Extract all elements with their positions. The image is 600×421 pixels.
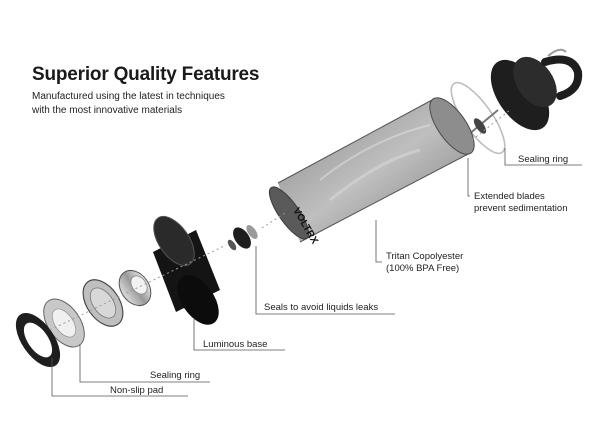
circuit-board xyxy=(82,279,124,327)
page-subtitle: Manufactured using the latest in techniq… xyxy=(32,90,292,118)
subtitle-line-2: with the most innovative materials xyxy=(32,105,183,116)
blade-assembly xyxy=(467,109,499,136)
lid-cap xyxy=(490,48,583,131)
callout-tritan: Tritan Copolyester (100% BPA Free) xyxy=(386,251,463,275)
callout-tritan-line2: (100% BPA Free) xyxy=(386,263,460,274)
callout-blades-line2: prevent sedimentation xyxy=(474,203,568,214)
callout-tritan-line1: Tritan Copolyester xyxy=(386,251,464,262)
callout-non-slip-pad: Non-slip pad xyxy=(110,385,164,396)
callout-sealing-ring-top: Sealing ring xyxy=(518,154,569,165)
seal-connector xyxy=(227,225,258,251)
cup-body: VOLTRX xyxy=(268,97,475,246)
callout-blades-line1: Extended blades xyxy=(474,191,545,202)
callout-lines xyxy=(51,148,582,397)
callout-luminous-base: Luminous base xyxy=(203,339,268,350)
subtitle-line-1: Manufactured using the latest in techniq… xyxy=(32,91,225,102)
non-slip-pad xyxy=(15,312,61,368)
luminous-base xyxy=(153,216,220,325)
callout-seals: Seals to avoid liquids leaks xyxy=(264,302,379,313)
callout-extended-blades: Extended blades prevent sedimentation xyxy=(474,191,567,215)
motor-module xyxy=(118,269,152,307)
page-title: Superior Quality Features xyxy=(32,64,260,85)
explode-guides xyxy=(49,109,511,331)
callout-sealing-ring-bottom: Sealing ring xyxy=(150,370,201,381)
